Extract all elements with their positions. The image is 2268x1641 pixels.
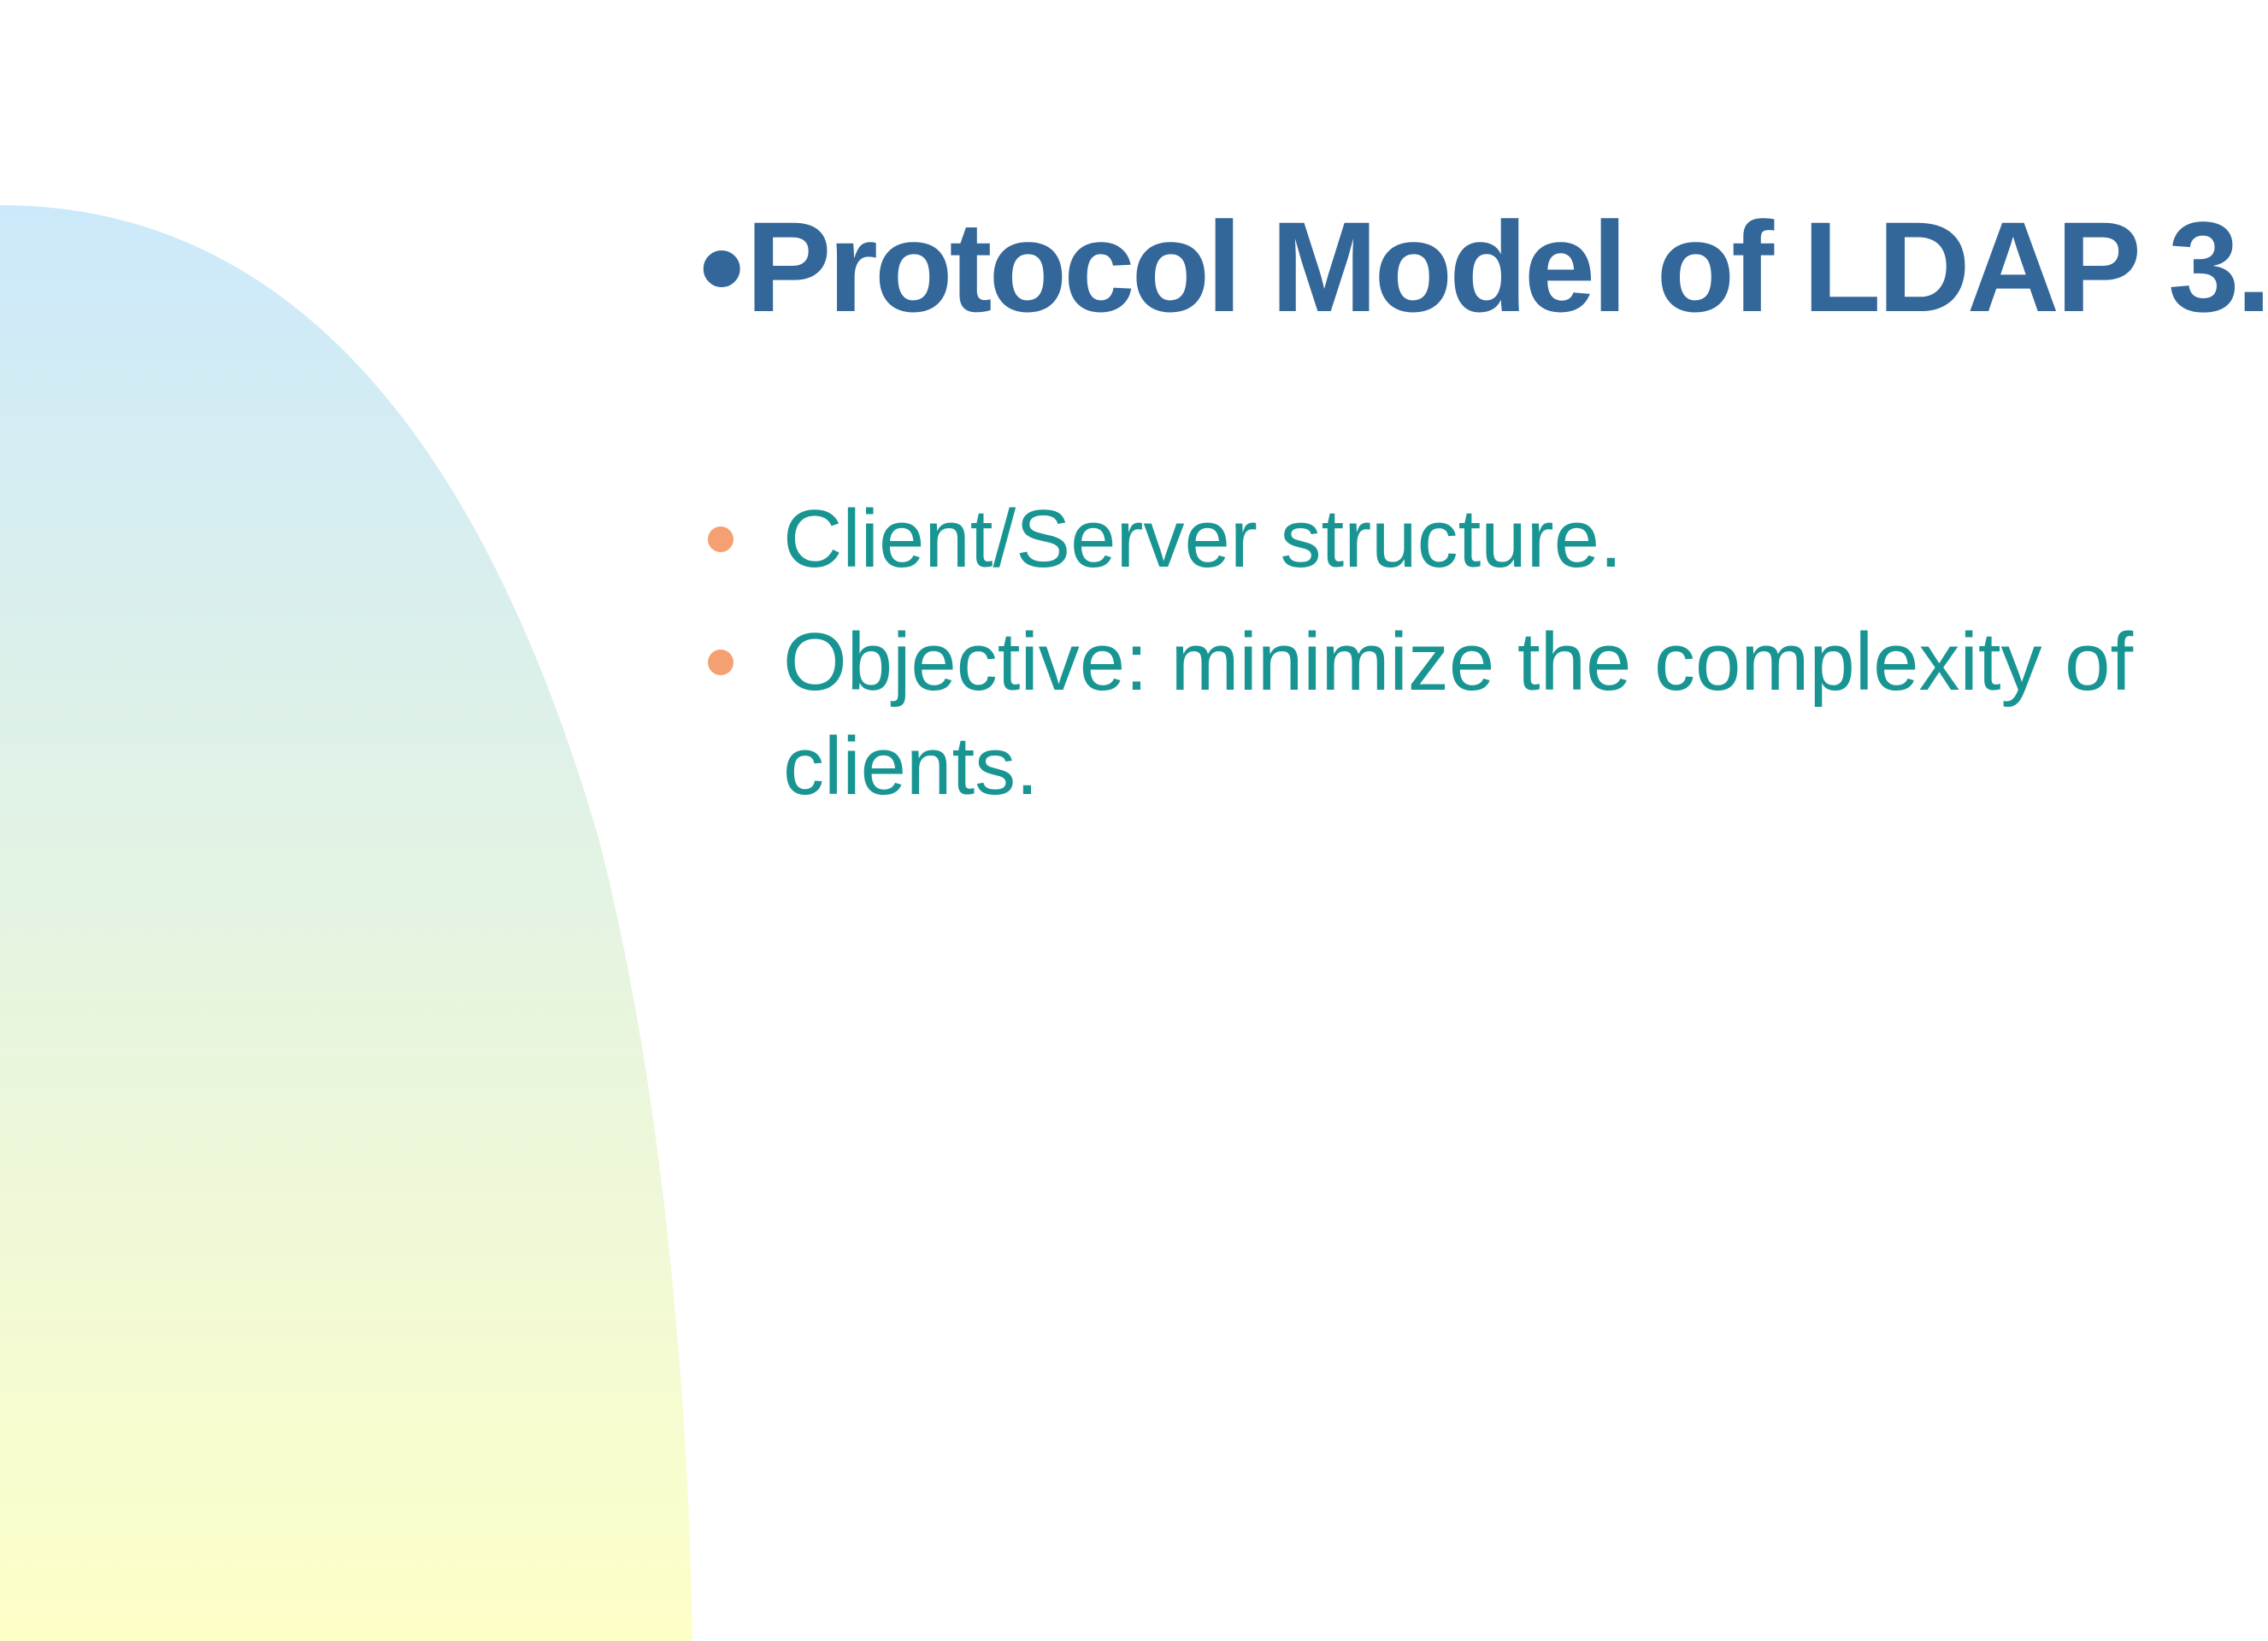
- bullet-dot-icon: [708, 526, 733, 552]
- bullet-item: Client/Server structure.: [701, 487, 2154, 591]
- bullet-text: Client/Server structure.: [783, 493, 1623, 585]
- slide-title: •Protocol Model of LDAP 3.: [699, 190, 2268, 344]
- bullet-list: Client/Server structure. Objective: mini…: [701, 487, 2154, 838]
- decorative-arc: [0, 205, 692, 1641]
- decorative-arc-shape: [0, 205, 692, 1641]
- bullet-item: Objective: minimize the complexity of cl…: [701, 610, 2154, 819]
- slide: •Protocol Model of LDAP 3. Client/Server…: [0, 195, 2268, 1641]
- bullet-dot-icon: [708, 650, 733, 675]
- bullet-text: Objective: minimize the complexity of cl…: [783, 616, 2134, 812]
- slide-title-text: Protocol Model of LDAP 3.: [745, 195, 2268, 338]
- title-bullet: •: [699, 195, 744, 338]
